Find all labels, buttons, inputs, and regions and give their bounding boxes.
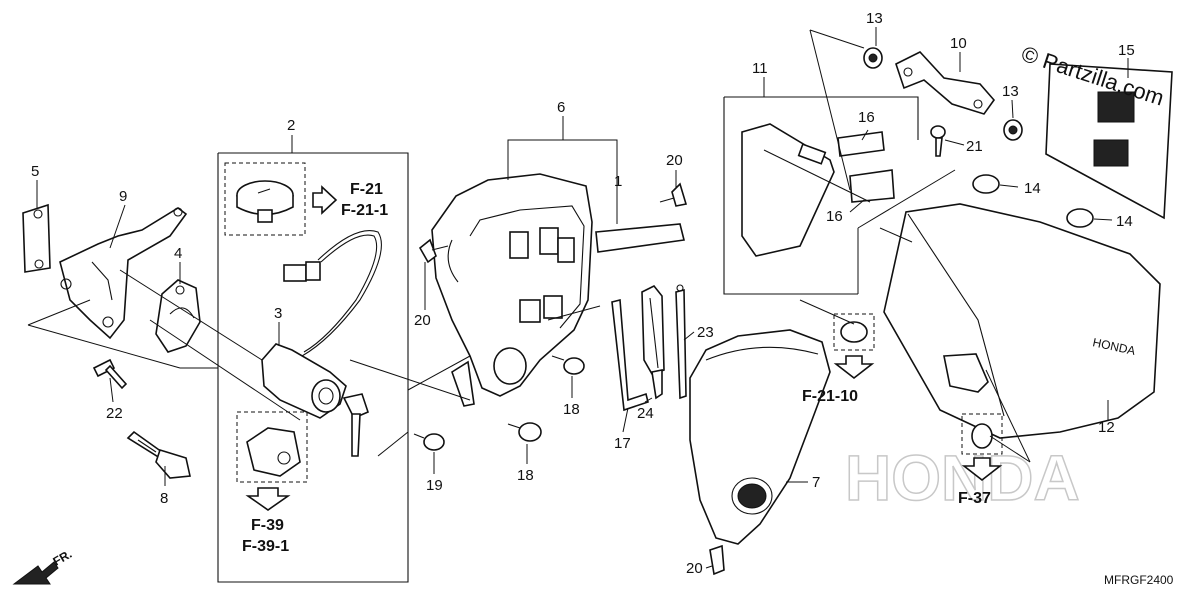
- callouts: 5 9 4 2 3 22 8 6 1 20 20 18 18 19 17 24 …: [31, 10, 1135, 577]
- callout-24: 24: [637, 405, 654, 422]
- part-20-screw-bottom: [709, 544, 725, 576]
- part-13-grommet-right: [1003, 119, 1023, 141]
- callout-4: 4: [174, 245, 182, 262]
- part-20-screw-top: [659, 182, 688, 207]
- part-16-label-upper: [837, 131, 885, 157]
- callout-14-lower: 14: [1116, 213, 1133, 230]
- callout-20-bottom: 20: [686, 560, 703, 577]
- callout-12: 12: [1098, 419, 1115, 436]
- diagram-code: MFRGF2400: [1104, 573, 1174, 587]
- callout-7: 7: [812, 474, 820, 491]
- ref-f39-1: F-39-1: [242, 538, 289, 555]
- callout-9: 9: [119, 188, 127, 205]
- callout-3: 3: [274, 305, 282, 322]
- part-5-plate: [22, 203, 51, 273]
- part-19-screw: [413, 433, 445, 451]
- callout-5: 5: [31, 163, 39, 180]
- callout-1: 1: [614, 173, 622, 190]
- grommet-f37: [961, 413, 1003, 455]
- part-8-key: [126, 430, 191, 479]
- part-14-grommet-upper: [972, 174, 1000, 194]
- ref-f21-10: F-21-10: [802, 388, 858, 405]
- part-15-caution-label: [1045, 63, 1173, 220]
- front-arrow-icon: [12, 561, 59, 585]
- callout-2: 2: [287, 117, 295, 134]
- front-direction-indicator: FR.: [12, 547, 74, 585]
- callout-16-upper: 16: [858, 109, 875, 126]
- callout-10: 10: [950, 35, 967, 52]
- part-22-bolt: [92, 358, 128, 390]
- part-1-rubber-strip: [595, 223, 685, 253]
- callout-16-lower: 16: [826, 208, 843, 225]
- part-6-battery-case: [431, 173, 593, 407]
- leader-lines: [27, 27, 1129, 569]
- callout-18-lower: 18: [517, 467, 534, 484]
- part-18-bolt-lower: [507, 422, 542, 442]
- callout-19: 19: [426, 477, 443, 494]
- part-17-hex-wrench: [611, 298, 649, 412]
- part-7-side-cover-left: [689, 329, 831, 545]
- part-11-cover-plate: [741, 123, 835, 257]
- part-9-bracket: [59, 207, 188, 340]
- group-box-2: [217, 152, 409, 583]
- callout-13-top: 13: [866, 10, 883, 27]
- part-13-grommet-top: [863, 47, 883, 69]
- callout-11: 11: [752, 60, 768, 77]
- callout-8: 8: [160, 490, 168, 507]
- part-23-rod: [675, 284, 687, 400]
- ref-f39: F-39: [251, 517, 284, 534]
- callout-6: 6: [557, 99, 565, 116]
- callout-15: 15: [1118, 42, 1135, 59]
- grommet-f21-10: [833, 313, 875, 351]
- callout-22: 22: [106, 405, 123, 422]
- callout-20-left: 20: [414, 312, 431, 329]
- callout-21: 21: [966, 138, 983, 155]
- figure-references: F-21 F-21-1 F-39 F-39-1 F-21-10 F-37: [242, 181, 991, 555]
- part-20-screw-left: [418, 238, 449, 264]
- part-24-screwdriver: [641, 284, 665, 400]
- callout-23: 23: [697, 324, 714, 341]
- callout-18-upper: 18: [563, 401, 580, 418]
- ref-f21-1: F-21-1: [341, 202, 388, 219]
- part-18-bolt-upper: [551, 355, 585, 375]
- part-21-bolt: [930, 125, 946, 157]
- ref-f21: F-21: [350, 181, 383, 198]
- part-12-side-cover-right: HONDA: [883, 203, 1161, 439]
- arrow-f21-10: [833, 355, 875, 380]
- callout-14-upper: 14: [1024, 180, 1041, 197]
- callout-13-right: 13: [1002, 83, 1019, 100]
- callout-20-top: 20: [666, 152, 683, 169]
- ref-f37: F-37: [958, 490, 991, 507]
- part-10-bracket: [895, 51, 996, 115]
- arrow-f37: [961, 457, 1003, 482]
- part-16-label-lower: [849, 169, 895, 203]
- callout-17: 17: [614, 435, 631, 452]
- part-14-grommet-lower: [1066, 208, 1094, 228]
- group-box-11: [723, 96, 919, 295]
- part-2-seat-lock-cable: [236, 180, 382, 511]
